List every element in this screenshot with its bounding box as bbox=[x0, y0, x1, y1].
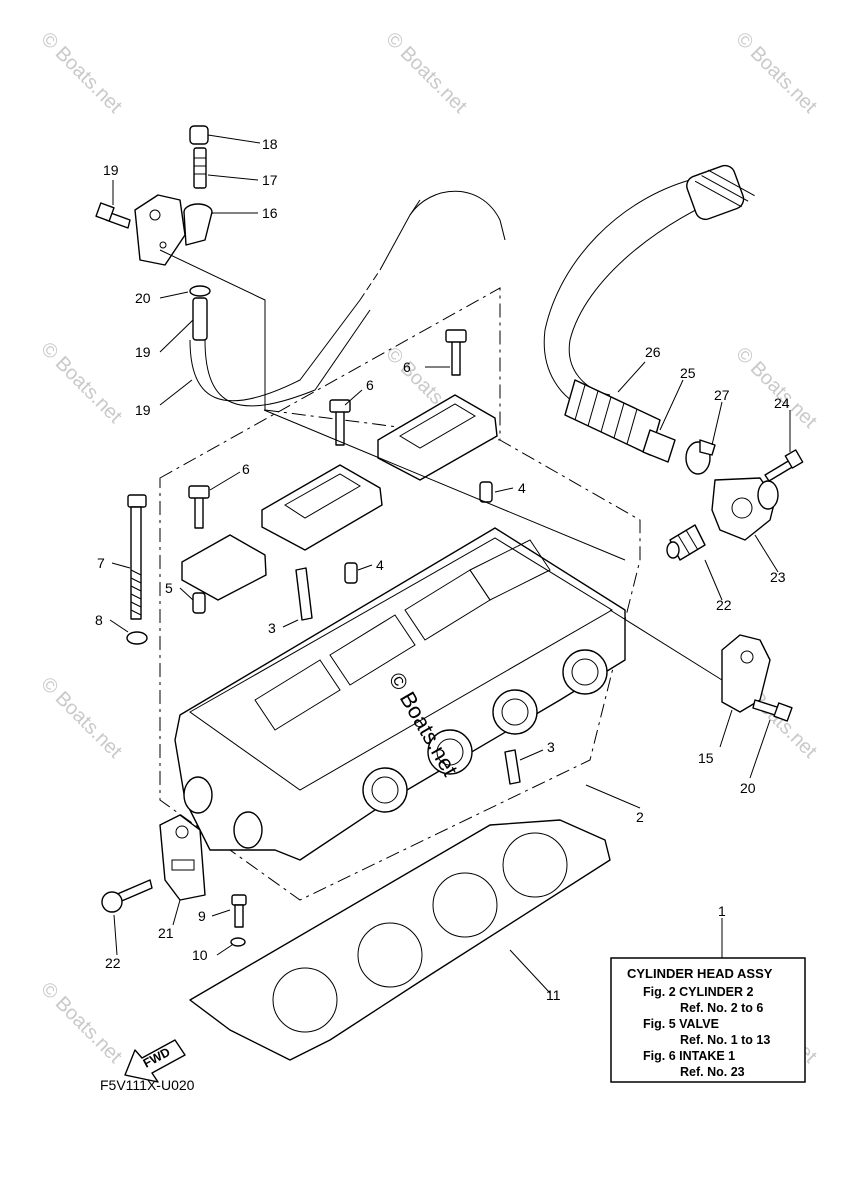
dowel-pins bbox=[192, 481, 493, 614]
pipe-16 bbox=[192, 297, 208, 341]
callout-11: 11 bbox=[546, 987, 561, 1003]
thermostat bbox=[666, 524, 706, 561]
callout-17: 19 bbox=[135, 402, 151, 418]
watermark: © Boats.net bbox=[36, 28, 126, 118]
cam-cap-bolts bbox=[188, 329, 467, 529]
note-line: Fig. 2 CYLINDER 2 bbox=[643, 985, 753, 999]
breather-joint-13 bbox=[134, 194, 213, 266]
note-line: Ref. No. 2 to 6 bbox=[680, 1001, 763, 1015]
diagram-code: F5V111X-U020 bbox=[100, 1077, 195, 1093]
callout-27: 27 bbox=[714, 387, 730, 403]
callout-22: 22 bbox=[716, 597, 732, 613]
head-gasket bbox=[189, 819, 611, 1061]
callout-23: 23 bbox=[770, 569, 786, 585]
water-hose bbox=[543, 164, 755, 463]
bolt-19-right bbox=[752, 699, 793, 722]
bolt-24 bbox=[764, 449, 804, 482]
callout-20: 21 bbox=[158, 925, 174, 941]
callout-19-right: 20 bbox=[740, 780, 756, 796]
callout-9: 9 bbox=[198, 908, 206, 924]
callout-1: 1 bbox=[718, 903, 726, 919]
callout-21: 22 bbox=[105, 955, 121, 971]
bolt-21 bbox=[101, 879, 153, 913]
watermark: © Boats.net bbox=[36, 338, 126, 428]
watermark: © Boats.net bbox=[36, 978, 126, 1068]
cylinder-head bbox=[174, 527, 626, 861]
callout-15: 18 bbox=[262, 136, 278, 152]
callout-6-a: 6 bbox=[403, 359, 411, 375]
leader-lines bbox=[109, 134, 791, 994]
callout-8: 8 bbox=[95, 612, 103, 628]
bolt-9 bbox=[230, 894, 247, 947]
watermark: © Boats.net bbox=[731, 343, 821, 433]
callout-26: 26 bbox=[645, 344, 661, 360]
bracket-12 bbox=[721, 634, 771, 713]
note-line: Fig. 6 INTAKE 1 bbox=[643, 1049, 735, 1063]
callout-3-a: 3 bbox=[268, 620, 276, 636]
thermostat-cover bbox=[711, 477, 779, 541]
callout-6-c: 6 bbox=[242, 461, 250, 477]
head-bolt bbox=[126, 494, 148, 645]
watermark: © Boats.net bbox=[36, 673, 126, 763]
clip-18 bbox=[189, 285, 211, 297]
breather-hose bbox=[189, 190, 506, 407]
watermark: © Boats.net bbox=[381, 28, 471, 118]
cap-15 bbox=[189, 125, 209, 145]
callout-18: 20 bbox=[135, 290, 151, 306]
note-title: CYLINDER HEAD ASSY bbox=[627, 966, 773, 981]
callout-12: 15 bbox=[698, 750, 714, 766]
note-line: Ref. No. 1 to 13 bbox=[680, 1033, 770, 1047]
note-line: Ref. No. 23 bbox=[680, 1065, 745, 1079]
callout-6-b: 6 bbox=[366, 377, 374, 393]
callout-25: 25 bbox=[680, 365, 696, 381]
callout-24: 24 bbox=[774, 395, 790, 411]
guides-3 bbox=[295, 567, 521, 785]
callout-4-b: 4 bbox=[376, 557, 384, 573]
callout-19-top: 19 bbox=[103, 162, 119, 178]
camshaft-caps bbox=[181, 394, 498, 601]
watermark: © Boats.net bbox=[731, 28, 821, 118]
bolt-19-top bbox=[95, 202, 131, 229]
callout-14: 17 bbox=[262, 172, 278, 188]
callout-3-b: 3 bbox=[547, 739, 555, 755]
callout-7: 7 bbox=[97, 555, 105, 571]
callout-13: 16 bbox=[262, 205, 278, 221]
fwd-arrow: FWD bbox=[124, 1039, 186, 1083]
callout-16: 19 bbox=[135, 344, 151, 360]
nipple-14 bbox=[193, 147, 207, 189]
callouts: 18 17 16 19 20 19 19 6 6 6 4 4 5 7 8 3 3… bbox=[95, 136, 790, 1003]
callout-5: 5 bbox=[165, 580, 173, 596]
note-line: Fig. 5 VALVE bbox=[643, 1017, 719, 1031]
callout-10: 10 bbox=[192, 947, 208, 963]
hose-clamp bbox=[685, 439, 716, 475]
callout-4-a: 4 bbox=[518, 480, 526, 496]
callout-2: 2 bbox=[636, 809, 644, 825]
bracket-20 bbox=[159, 814, 206, 901]
assy-note-box: CYLINDER HEAD ASSY Fig. 2 CYLINDER 2 Ref… bbox=[610, 957, 806, 1083]
